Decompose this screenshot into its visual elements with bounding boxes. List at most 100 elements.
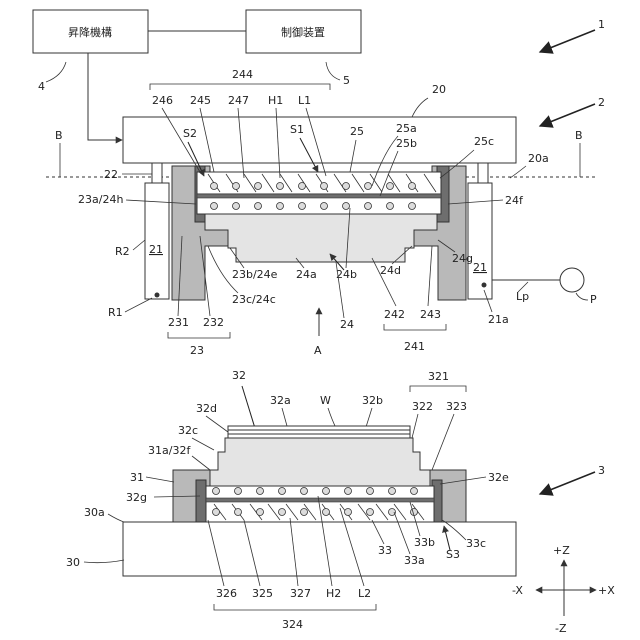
leader-20a	[510, 166, 526, 178]
axis-indicator: +Z -Z +X -X	[512, 544, 615, 635]
label-31: 31	[130, 471, 144, 484]
label-b-left: B	[55, 129, 63, 142]
leader-30	[84, 560, 124, 563]
label-247: 247	[228, 94, 249, 107]
label-243: 243	[420, 308, 441, 321]
label-23: 23	[190, 344, 204, 357]
label-25a: 25a	[396, 122, 417, 135]
cylinder-21-left-pin	[155, 293, 160, 298]
leader-31a-32f	[192, 456, 210, 470]
label-232: 232	[203, 316, 224, 329]
label-4: 4	[38, 80, 45, 93]
cylinder-21-right-pin	[482, 283, 487, 288]
top-plate-20	[123, 117, 516, 163]
post-22-right	[478, 163, 488, 183]
label-33: 33	[378, 544, 392, 557]
label-25: 25	[350, 125, 364, 138]
label-33a: 33a	[404, 554, 425, 567]
lift-mechanism-box: 昇降機構	[33, 10, 148, 53]
label-30: 30	[66, 556, 80, 569]
lift-arrow	[88, 53, 122, 140]
label-s3: S3	[446, 548, 460, 561]
label-1: 1	[598, 18, 605, 31]
leader-20	[412, 98, 428, 117]
axis-plus-x: +X	[598, 584, 615, 597]
label-22: 22	[104, 168, 118, 181]
control-device-label: 制御装置	[281, 25, 325, 39]
brace-241	[384, 324, 446, 330]
label-30a: 30a	[84, 506, 105, 519]
label-s2: S2	[183, 127, 197, 140]
label-31a-32f: 31a/32f	[148, 444, 191, 457]
label-24g: 24g	[452, 252, 473, 265]
label-24: 24	[340, 318, 354, 331]
cylinder-21-right	[468, 183, 492, 299]
label-r2: R2	[115, 245, 130, 258]
label-32b: 32b	[362, 394, 383, 407]
brace-23	[168, 332, 230, 338]
label-b-right: B	[575, 129, 583, 142]
brace-321	[410, 386, 466, 392]
arrow-2	[540, 104, 595, 126]
axis-plus-z: +Z	[553, 544, 570, 557]
seal-lower-left	[196, 480, 206, 522]
arrow-3	[540, 472, 595, 494]
brace-324	[214, 604, 376, 610]
label-33b: 33b	[414, 536, 435, 549]
label-l1: L1	[298, 94, 311, 107]
label-32e: 32e	[488, 471, 509, 484]
label-23a-24h: 23a/24h	[78, 193, 123, 206]
leader-32d	[206, 416, 228, 432]
post-22-left	[152, 163, 162, 183]
label-20a: 20a	[528, 152, 549, 165]
brace-244	[150, 84, 330, 90]
leader-32c	[192, 438, 214, 450]
label-21-right: 21	[473, 261, 487, 274]
leader-p	[576, 293, 588, 300]
label-326: 326	[216, 587, 237, 600]
leader-323	[432, 414, 454, 470]
label-s1: S1	[290, 123, 304, 136]
label-32c: 32c	[178, 424, 198, 437]
heater-plate-33b	[206, 498, 434, 502]
arrow-1	[540, 30, 595, 52]
label-p: P	[590, 293, 597, 306]
label-25b: 25b	[396, 137, 417, 150]
wafer-w-layer-3	[228, 434, 410, 438]
leader-r1	[125, 298, 152, 312]
label-5: 5	[343, 74, 350, 87]
leader-r2	[133, 240, 145, 250]
label-h2: H2	[326, 587, 341, 600]
label-32a: 32a	[270, 394, 291, 407]
label-32d: 32d	[196, 402, 217, 415]
label-2: 2	[598, 96, 605, 109]
label-23c-24c: 23c/24c	[232, 293, 276, 306]
label-242: 242	[384, 308, 405, 321]
label-321: 321	[428, 370, 449, 383]
label-322: 322	[412, 400, 433, 413]
label-w: W	[320, 394, 331, 407]
label-24b-lower: 24b	[336, 268, 357, 281]
leader-4	[46, 62, 66, 82]
label-h1: H1	[268, 94, 283, 107]
label-325: 325	[252, 587, 273, 600]
label-20: 20	[432, 83, 446, 96]
leader-5	[326, 62, 340, 80]
leader-w	[328, 408, 336, 428]
label-246: 246	[152, 94, 173, 107]
label-21-left: 21	[149, 243, 163, 256]
leader-31	[146, 477, 174, 482]
label-324: 324	[282, 618, 303, 631]
stage-32	[201, 438, 437, 486]
label-25c: 25c	[474, 135, 494, 148]
label-33c: 33c	[466, 537, 486, 550]
leader-30a	[108, 514, 124, 522]
heater-plate-25b	[197, 194, 441, 198]
label-23b-24e: 23b/24e	[232, 268, 278, 281]
label-231: 231	[168, 316, 189, 329]
label-a: A	[314, 344, 322, 357]
wafer-w-layer-1	[228, 426, 410, 430]
cylinder-21-left	[145, 183, 169, 299]
pump-p	[560, 268, 584, 292]
